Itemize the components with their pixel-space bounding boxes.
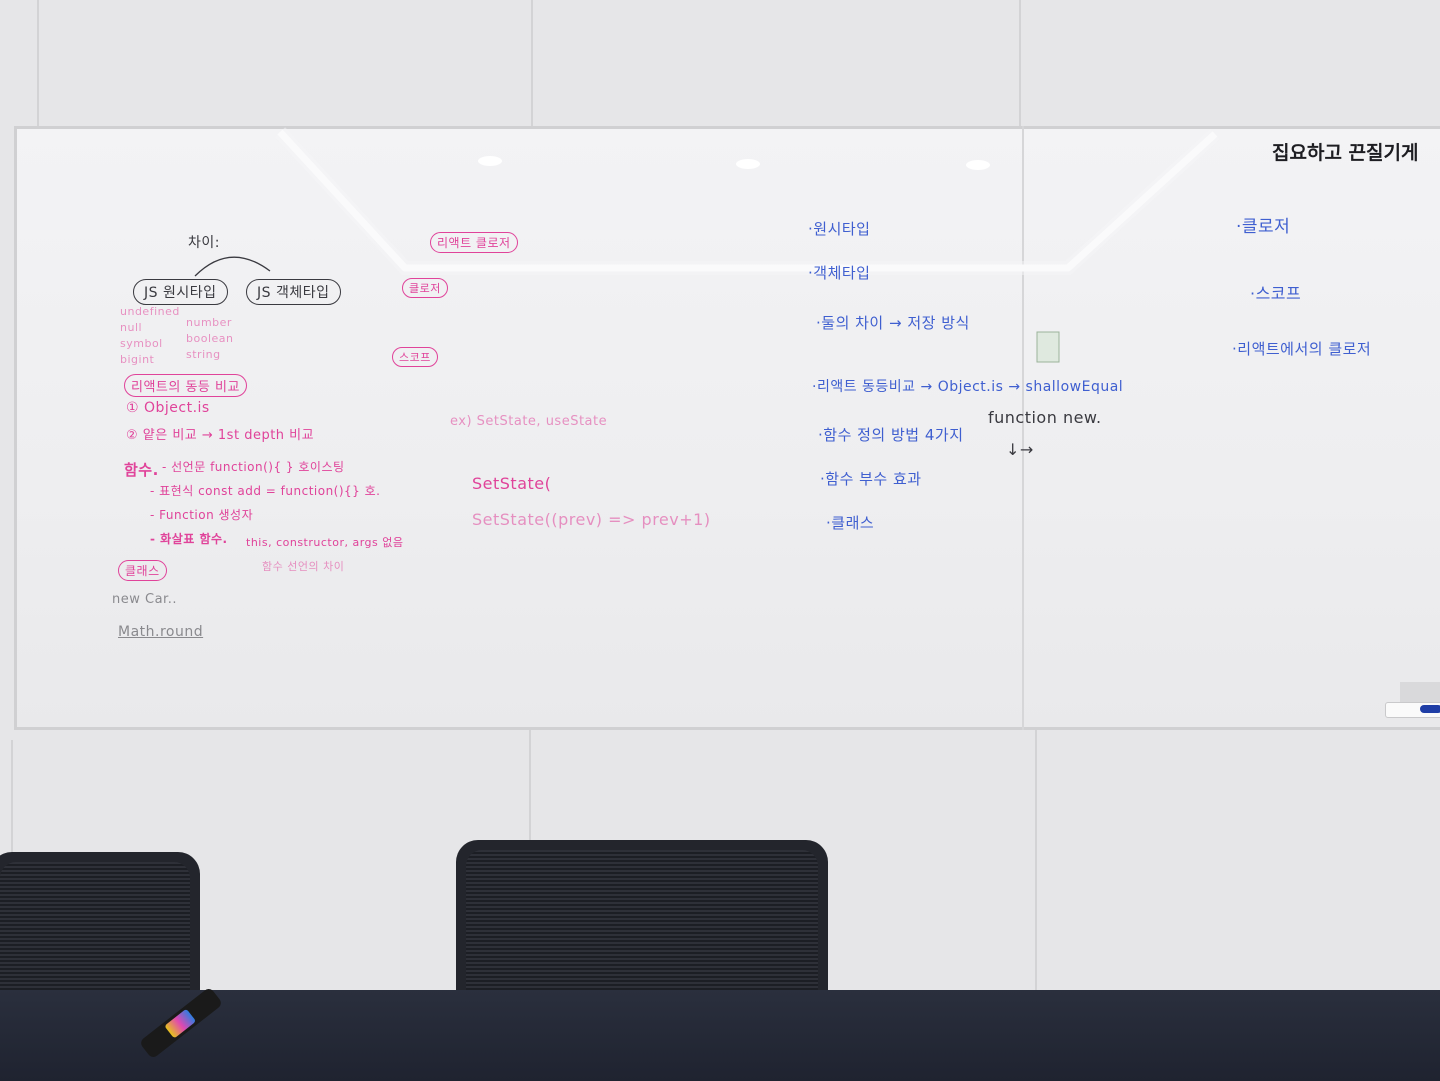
note-arrow-this: this, constructor, args 없음 <box>246 536 404 549</box>
blue-item-side-effects: ·함수 부수 효과 <box>820 470 922 488</box>
marker-holder <box>1400 682 1440 704</box>
note-math-round: Math.round <box>118 624 204 640</box>
whiteboard-seam <box>1022 126 1024 730</box>
note-arrow-difference: 함수 선언의 차이 <box>262 560 345 573</box>
note-new-instance: new Car.. <box>112 592 177 607</box>
note-function-constructor: - Function 생성자 <box>150 508 254 522</box>
blue-right-react-closure: ·리액트에서의 클로저 <box>1232 340 1372 358</box>
tray-marker-icon[interactable] <box>1420 705 1440 713</box>
note-function-new: function new. <box>988 408 1102 427</box>
faint-type-1: undefined <box>120 305 180 318</box>
table <box>0 990 1440 1081</box>
faint-type-2: null <box>120 321 143 334</box>
chair-center <box>456 840 828 992</box>
note-closure-small: 클로저 <box>402 278 448 298</box>
note-arrow-function: - 화살표 함수. <box>150 532 228 546</box>
blue-item-class: ·클래스 <box>826 514 875 532</box>
bubble-primitive-type: JS 원시타입 <box>133 279 228 305</box>
faint-type-7: string <box>186 348 221 361</box>
note-function-expression: - 표현식 const add = function(){} 호. <box>150 484 381 498</box>
blue-item-primitive: ·원시타입 <box>808 220 871 238</box>
blue-item-react-equality: ·리액트 동등비교 → Object.is → shallowEqual <box>812 379 1124 395</box>
note-react-equality-heading: 리액트의 동등 비교 <box>124 374 247 397</box>
chair-left-mesh <box>0 862 190 992</box>
note-scope-small: 스코프 <box>392 347 438 367</box>
blue-right-closure: ·클로저 <box>1236 217 1291 237</box>
blue-item-function-definitions: ·함수 정의 방법 4가지 <box>818 426 964 444</box>
note-shallow-compare: ② 얕은 비교 → 1st depth 비교 <box>126 428 315 443</box>
faint-type-6: boolean <box>186 332 234 345</box>
note-setstate-faint: ex) SetState, useState <box>450 414 608 429</box>
slogan-text: 집요하고 끈질기게 <box>1272 142 1419 164</box>
blue-right-scope: ·스코프 <box>1250 284 1302 303</box>
note-difference-label: 차이: <box>188 235 220 251</box>
note-function-heading: 함수. <box>124 461 159 479</box>
note-class-heading: 클래스 <box>118 560 167 581</box>
connector-arc <box>194 256 271 277</box>
blue-item-object: ·객체타입 <box>808 264 871 282</box>
note-setstate: SetState( <box>472 474 552 493</box>
blue-item-difference: ·둘의 차이 → 저장 방식 <box>816 314 970 332</box>
chair-center-mesh <box>466 850 818 992</box>
chair-left <box>0 852 200 992</box>
note-react-closure: 리액트 클로저 <box>430 232 518 253</box>
note-arrow-mark: ↓→ <box>1006 440 1034 459</box>
faint-type-3: symbol <box>120 337 163 350</box>
faint-type-4: bigint <box>120 353 155 366</box>
whiteboard <box>14 126 1440 730</box>
bubble-object-type: JS 객체타입 <box>246 279 341 305</box>
note-setstate-prev: SetState((prev) => prev+1) <box>472 510 711 529</box>
note-object-is: ① Object.is <box>126 400 210 416</box>
note-function-declaration: - 선언문 function(){ } 호이스팅 <box>162 460 345 474</box>
faint-type-5: number <box>186 316 232 329</box>
